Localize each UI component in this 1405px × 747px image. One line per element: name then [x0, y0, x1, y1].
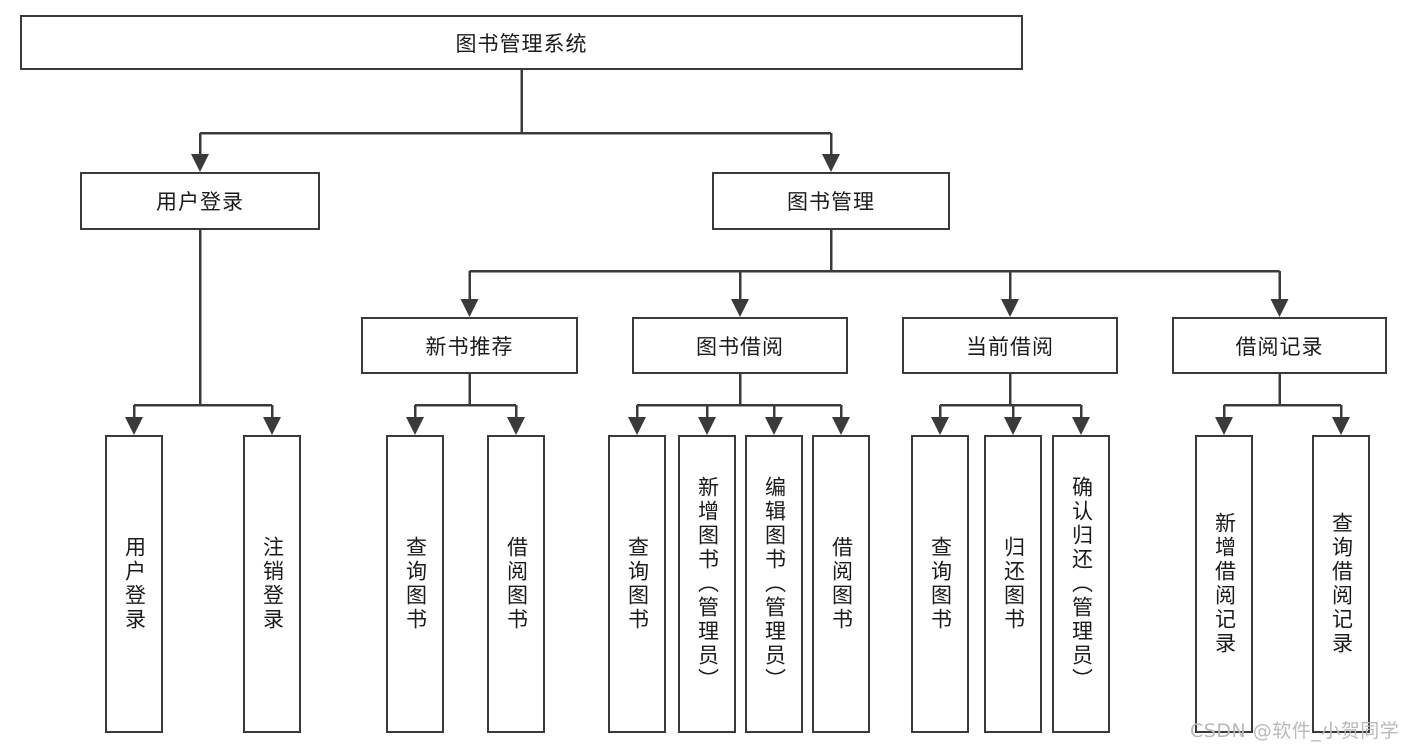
- node-login[interactable]: 用户登录: [80, 172, 320, 230]
- node-label: 图书借阅: [696, 334, 784, 359]
- arrow-head: [698, 417, 716, 435]
- node-label: 新增借阅记录: [1212, 512, 1237, 656]
- node-n2[interactable]: 借阅图书: [487, 435, 545, 733]
- node-n1[interactable]: 查询图书: [386, 435, 444, 733]
- node-label: 用户登录: [122, 536, 147, 632]
- node-label: 查询借阅记录: [1329, 512, 1354, 656]
- arrow-head: [263, 417, 281, 435]
- arrow-head: [406, 417, 424, 435]
- node-label: 查询图书: [928, 536, 953, 632]
- node-root[interactable]: 图书管理系统: [20, 15, 1023, 70]
- arrow-head: [507, 417, 525, 435]
- node-newbook[interactable]: 新书推荐: [361, 317, 578, 374]
- node-r2[interactable]: 查询借阅记录: [1312, 435, 1370, 733]
- node-l1[interactable]: 用户登录: [105, 435, 163, 733]
- node-label: 查询图书: [625, 536, 650, 632]
- arrow-head: [628, 417, 646, 435]
- node-current[interactable]: 当前借阅: [902, 317, 1118, 374]
- node-label: 用户登录: [156, 190, 244, 214]
- node-label: 借阅图书: [504, 536, 529, 632]
- node-label: 新书推荐: [425, 334, 514, 359]
- node-label: 编辑图书（管理员）: [762, 476, 787, 692]
- arrow-head: [1072, 417, 1090, 435]
- node-label: 借阅记录: [1235, 334, 1324, 359]
- arrow-head: [822, 154, 840, 172]
- arrow-head: [731, 299, 749, 317]
- arrow-head: [191, 154, 209, 172]
- arrow-head: [125, 417, 143, 435]
- node-c2[interactable]: 归还图书: [984, 435, 1042, 733]
- node-label: 查询图书: [403, 536, 428, 632]
- node-b3[interactable]: 编辑图书（管理员）: [745, 435, 803, 733]
- node-borrow[interactable]: 图书借阅: [632, 317, 848, 374]
- node-c3[interactable]: 确认归还（管理员）: [1052, 435, 1110, 733]
- node-label: 归还图书: [1001, 536, 1026, 632]
- arrow-head: [1332, 417, 1350, 435]
- node-label: 确认归还（管理员）: [1069, 476, 1094, 692]
- arrow-head: [931, 417, 949, 435]
- arrow-head: [1270, 299, 1289, 317]
- node-bookmgmt[interactable]: 图书管理: [712, 172, 950, 230]
- node-label: 注销登录: [260, 536, 285, 632]
- arrow-head: [765, 417, 783, 435]
- node-b1[interactable]: 查询图书: [608, 435, 666, 733]
- arrow-head: [1004, 417, 1022, 435]
- node-label: 图书管理系统: [455, 31, 588, 56]
- arrow-head: [1001, 299, 1019, 317]
- arrow-head: [1215, 417, 1233, 435]
- node-label: 借阅图书: [829, 536, 854, 632]
- node-b2[interactable]: 新增图书（管理员）: [678, 435, 736, 733]
- node-c1[interactable]: 查询图书: [911, 435, 969, 733]
- node-r1[interactable]: 新增借阅记录: [1195, 435, 1253, 733]
- node-records[interactable]: 借阅记录: [1172, 317, 1387, 374]
- node-b4[interactable]: 借阅图书: [812, 435, 870, 733]
- node-label: 新增图书（管理员）: [695, 476, 720, 692]
- node-label: 图书管理: [787, 190, 875, 214]
- node-label: 当前借阅: [966, 334, 1054, 359]
- node-l2[interactable]: 注销登录: [243, 435, 301, 733]
- arrow-head: [832, 417, 850, 435]
- arrow-head: [460, 299, 479, 317]
